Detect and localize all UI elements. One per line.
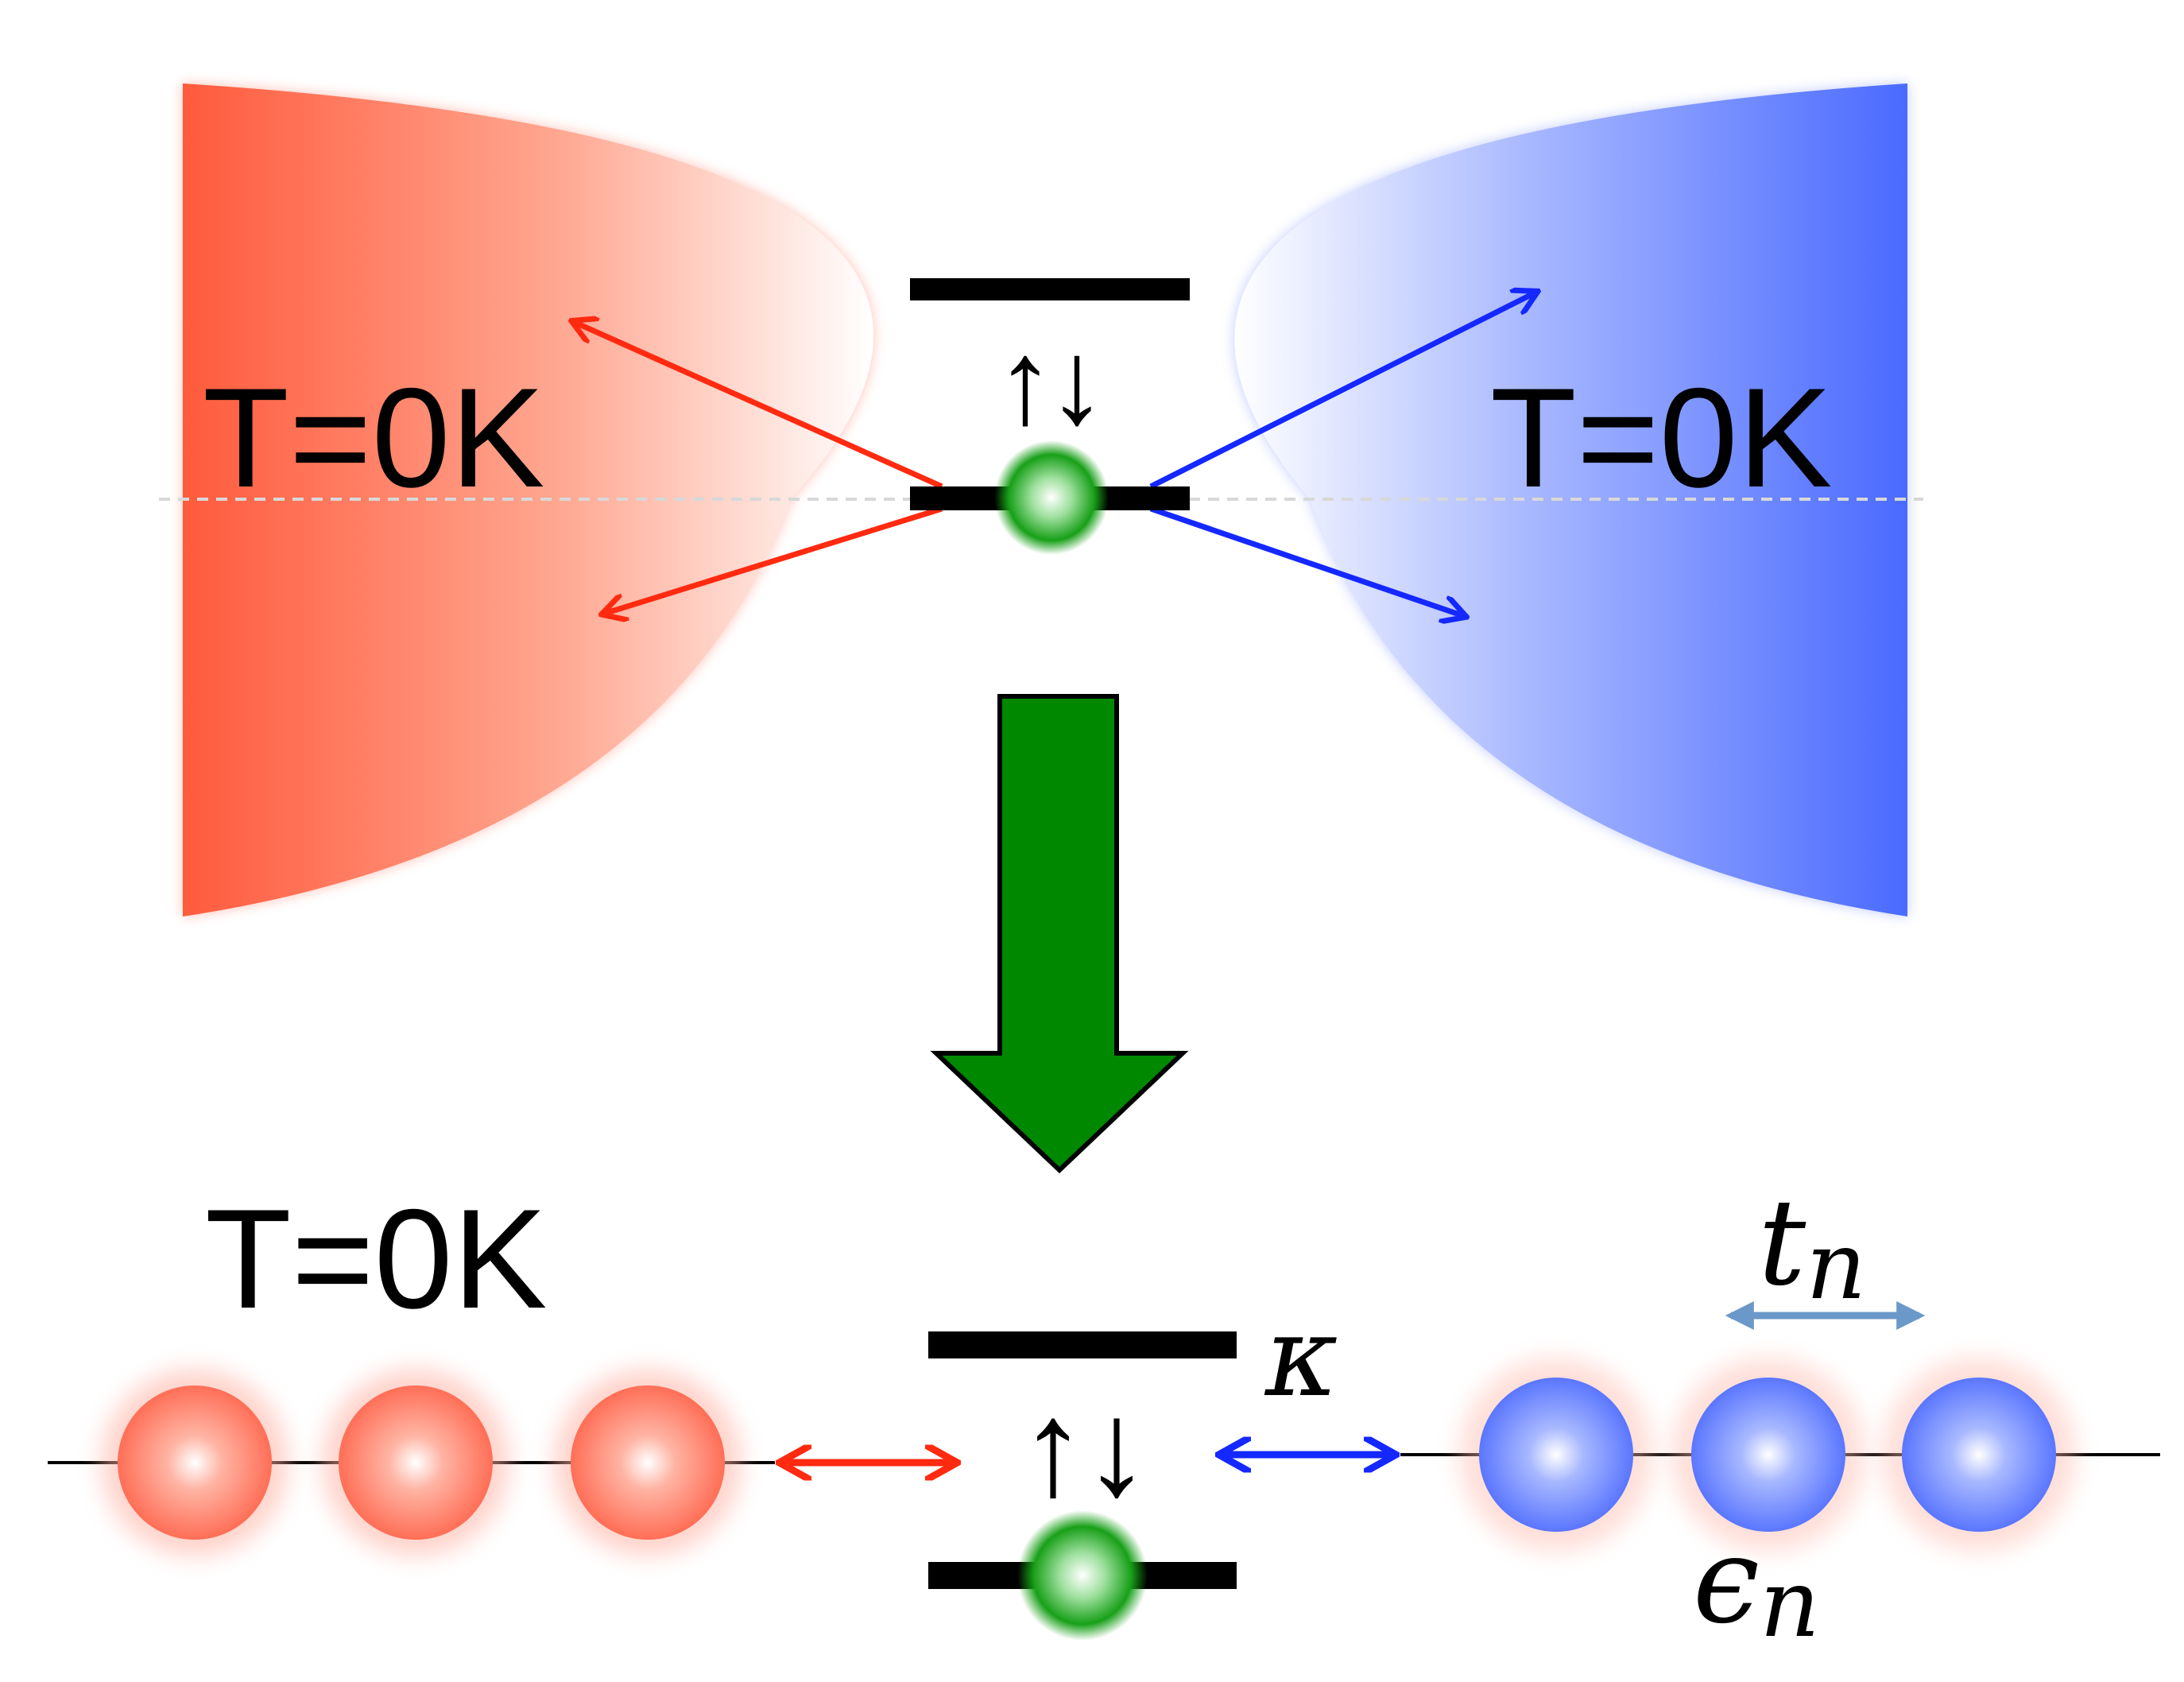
dot-upper-level: [910, 278, 1190, 300]
cold-tunneling-arrows: [1149, 293, 1535, 616]
spin-down-arrow-bottom: ↓: [1083, 1373, 1151, 1524]
electron-top: [994, 440, 1109, 555]
left-chain-site: [554, 1369, 742, 1556]
onsite-symbol: ϵ: [1693, 1512, 1760, 1650]
right-chain-site: [1882, 1358, 2076, 1552]
mapping-arrow: [930, 694, 1189, 1174]
onsite-energy-label: ϵn: [1693, 1512, 1820, 1658]
spin-up-arrow-top: ↑: [996, 315, 1055, 448]
left-chain-site: [101, 1369, 288, 1556]
right-chain-site: [1671, 1358, 1865, 1552]
cold-reservoir-temperature: T=0K: [1490, 358, 1832, 517]
chain-dot-upper-level: [928, 1331, 1237, 1358]
onsite-subscript: n: [1760, 1548, 1820, 1658]
hot-tunneling-arrows: [574, 322, 943, 614]
left-chain-site: [322, 1369, 509, 1556]
electron-bottom: [1017, 1510, 1148, 1641]
hopping-label: tn: [1758, 1174, 1866, 1320]
right-chain-site: [1459, 1358, 1653, 1552]
hopping-subscript: n: [1806, 1211, 1866, 1320]
hot-reservoir-temperature: T=0K: [203, 358, 544, 517]
hopping-symbol: t: [1758, 1174, 1806, 1312]
chain-temperature: T=0K: [205, 1180, 547, 1338]
right-chain-sites: [1459, 1358, 2076, 1552]
spin-up-arrow-bottom: ↑: [1020, 1373, 1087, 1524]
coupling-label: κ: [1264, 1293, 1338, 1422]
left-chain-sites: [101, 1369, 742, 1556]
spin-down-arrow-top: ↓: [1047, 315, 1107, 448]
